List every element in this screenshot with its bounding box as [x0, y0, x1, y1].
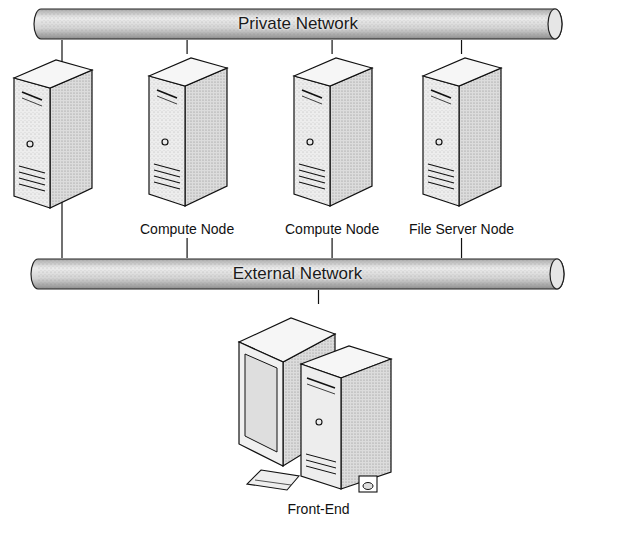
icon-shape	[294, 58, 372, 206]
server-node: File Server Node	[405, 54, 518, 238]
pipe-body	[34, 9, 562, 39]
network-band: Private Network	[33, 8, 563, 40]
node-label: External Network	[233, 264, 362, 284]
node-label: Compute Node	[285, 221, 379, 238]
server-icon	[419, 54, 504, 209]
computer-icon	[231, 304, 406, 499]
network-band: External Network	[30, 258, 565, 290]
server-icon	[145, 54, 230, 209]
network-link	[331, 40, 332, 54]
workstation-node: Front-End	[227, 304, 410, 518]
network-wire	[61, 202, 62, 258]
network-wire	[61, 40, 62, 62]
network-link	[186, 40, 187, 54]
network-link	[461, 238, 462, 258]
icon-shape	[149, 58, 227, 206]
server-illustration	[14, 60, 92, 208]
server-icon	[290, 54, 375, 209]
network-link	[318, 290, 319, 304]
pipe-texture	[38, 260, 557, 288]
icon-shape	[423, 58, 501, 206]
network-link	[461, 40, 462, 54]
server-node: Compute Node	[281, 54, 383, 238]
node-label: Compute Node	[140, 221, 234, 238]
icon-shape	[239, 318, 391, 492]
node-label: Front-End	[231, 501, 406, 518]
pipe-end	[550, 259, 564, 289]
network-link	[331, 238, 332, 258]
node-label: File Server Node	[409, 221, 514, 238]
server-node: Compute Node	[136, 54, 238, 238]
network-link	[186, 238, 187, 258]
node-label: Private Network	[238, 14, 358, 34]
pipe-texture	[41, 10, 555, 38]
pipe-body	[31, 259, 564, 289]
pipe-end	[548, 9, 562, 39]
